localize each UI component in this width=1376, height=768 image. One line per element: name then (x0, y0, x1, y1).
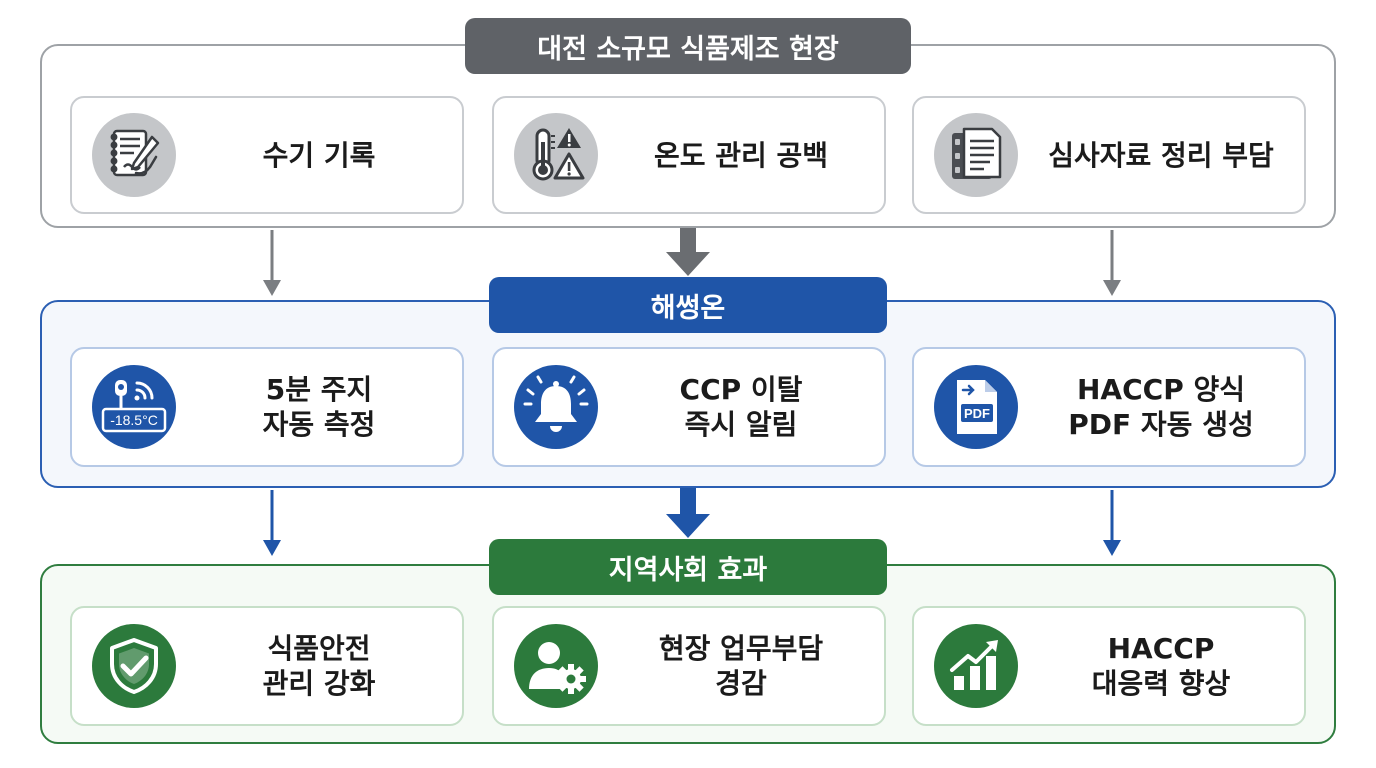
arrow-down-icon (666, 488, 710, 538)
card-label-line1: 심사자료 정리 부담 (1048, 138, 1274, 172)
thermometer-warning-icon (514, 113, 598, 197)
card-label: 현장 업무부담 경감 (610, 608, 872, 724)
handwriting-notebook-icon (92, 113, 176, 197)
card-label-line1: 수기 기록 (262, 138, 376, 172)
card-label-line1: HACCP 양식 (1077, 373, 1245, 406)
arrow-down-icon (263, 230, 281, 296)
card-food-safety: 식품안전 관리 강화 (70, 606, 464, 726)
document-binder-icon (934, 113, 1018, 197)
card-label-line1: HACCP (1107, 632, 1215, 665)
arrow-down-icon (1103, 230, 1121, 296)
card-label-line2: 즉시 알림 (684, 408, 798, 441)
card-manual-records: 수기 기록 (70, 96, 464, 214)
card-label: CCP 이탈 즉시 알림 (610, 349, 872, 465)
pdf-document-icon: PDF (934, 365, 1018, 449)
pdf-badge-label: PDF (964, 406, 990, 421)
card-label: HACCP 대응력 향상 (1030, 608, 1292, 724)
wireless-temperature-sensor-icon: -18.5°C (92, 365, 176, 449)
card-label-line2: 자동 측정 (262, 408, 376, 441)
growth-chart-icon (934, 624, 1018, 708)
card-label: 식품안전 관리 강화 (188, 608, 450, 724)
arrow-down-icon (666, 228, 710, 276)
card-audit-docs-burden: 심사자료 정리 부담 (912, 96, 1306, 214)
solution-title: 해썽온 (489, 277, 887, 333)
card-label-line2: PDF 자동 생성 (1068, 408, 1254, 441)
arrow-down-icon (1103, 490, 1121, 556)
card-label-line1: CCP 이탈 (679, 373, 803, 406)
card-label-line1: 식품안전 (267, 632, 371, 665)
card-label-line2: 대응력 향상 (1091, 667, 1231, 700)
alarm-bell-icon (514, 365, 598, 449)
card-label: HACCP 양식 PDF 자동 생성 (1030, 349, 1292, 465)
card-label: 온도 관리 공백 (610, 98, 872, 212)
card-ccp-alert: CCP 이탈 즉시 알림 (492, 347, 886, 467)
card-label: 5분 주지 자동 측정 (188, 349, 450, 465)
card-workload-reduction: 현장 업무부담 경감 (492, 606, 886, 726)
card-haccp-readiness: HACCP 대응력 향상 (912, 606, 1306, 726)
temperature-readout: -18.5°C (110, 412, 158, 428)
arrow-down-icon (263, 490, 281, 556)
user-gear-icon (514, 624, 598, 708)
card-label-line1: 온도 관리 공백 (653, 138, 829, 172)
shield-check-icon (92, 624, 176, 708)
current-situation-title: 대전 소규모 식품제조 현장 (465, 18, 911, 74)
card-auto-measurement: -18.5°C 5분 주지 자동 측정 (70, 347, 464, 467)
card-label-line2: 관리 강화 (262, 667, 376, 700)
card-label-line1: 5분 주지 (265, 373, 373, 406)
community-effect-title: 지역사회 효과 (489, 539, 887, 595)
card-temperature-gap: 온도 관리 공백 (492, 96, 886, 214)
card-label: 심사자료 정리 부담 (1030, 98, 1292, 212)
card-pdf-generation: PDF HACCP 양식 PDF 자동 생성 (912, 347, 1306, 467)
card-label-line2: 경감 (715, 667, 767, 700)
card-label-line1: 현장 업무부담 (658, 632, 824, 665)
card-label: 수기 기록 (188, 98, 450, 212)
